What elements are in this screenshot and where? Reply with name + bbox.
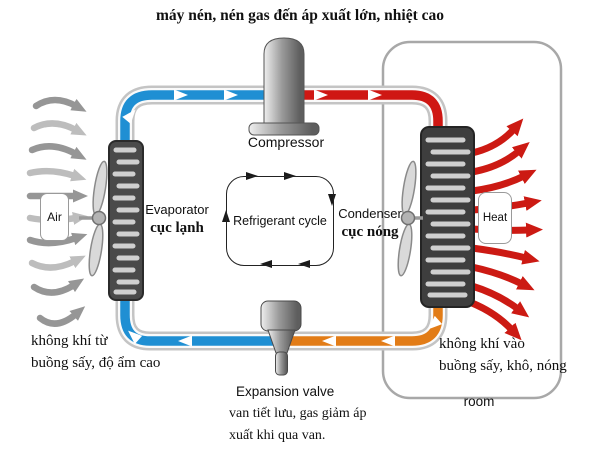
heat-label: Heat — [482, 212, 508, 224]
air-arrow-icon — [30, 120, 87, 136]
evaporator-label-vi: cục lạnh — [150, 220, 204, 236]
diagram-title: máy nén, nén gas đến áp xuất lớn, nhiệt … — [155, 7, 445, 24]
flow-arrow-icon — [174, 89, 188, 101]
inlet-air-caption: không khí từ buồng sấy, độ ẩm cao — [31, 330, 160, 374]
pipe-loop — [115, 85, 448, 351]
room-label: room — [463, 394, 495, 409]
evaporator-fan-icon — [79, 160, 108, 277]
air-arrow-icon — [30, 278, 85, 296]
outlet-air-caption-line2: buồng sấy, khô, nóng — [439, 358, 567, 374]
air-arrow-icon — [32, 96, 87, 112]
cycle-arrow-icon — [298, 260, 310, 268]
expansion-valve-note-line2: xuất khi qua van. — [229, 428, 326, 443]
inlet-air-caption-line1: không khí từ — [31, 333, 108, 349]
flow-arrow-icon — [368, 89, 382, 101]
heat-arrow-icon — [468, 141, 530, 176]
heat-arrow-icon — [468, 282, 530, 318]
air-label: Air — [47, 210, 62, 224]
flow-arrow-icon — [224, 89, 238, 101]
room-boundary — [381, 40, 563, 400]
expansion-valve-label: Expansion valve — [236, 384, 335, 399]
humid-air-arrows-light — [26, 120, 88, 271]
outlet-air-caption: không khí vào buồng sấy, khô, nóng — [439, 333, 567, 377]
air-arrow-icon — [26, 232, 88, 247]
air-arrow-icon — [28, 255, 86, 271]
hot-gas-pipe — [300, 90, 443, 160]
warm-liquid-pipe — [287, 283, 443, 346]
heat-arrow-icon — [468, 263, 535, 291]
heat-arrow-icon — [468, 169, 537, 195]
flow-arrow-icon — [428, 315, 443, 330]
heat-arrow-icon — [468, 118, 524, 157]
flow-arrow-icon — [314, 89, 328, 101]
compressor-label: Compressor — [247, 134, 325, 150]
flow-arrow-icon — [128, 330, 143, 345]
air-arrow-icon — [26, 167, 87, 182]
compressor-icon — [248, 37, 320, 136]
air-arrow-icon — [36, 306, 86, 327]
refrigerant-cycle-box: Refrigerant cycle — [226, 176, 334, 266]
condenser-coil — [420, 126, 475, 308]
flow-arrow-icon — [122, 109, 136, 124]
evaporator-fins — [112, 147, 140, 295]
flow-arrow-icon — [322, 335, 336, 347]
evaporator-coil — [108, 140, 144, 301]
cycle-arrow-icon — [328, 194, 336, 206]
condenser-fins — [425, 137, 471, 298]
air-arrow-icon — [28, 143, 87, 160]
condenser-label-vi: cục nóng — [341, 224, 399, 240]
expansion-valve-note-line1: van tiết lưu, gas giảm áp — [229, 406, 367, 421]
evaporator-label: Evaporator cục lạnh — [140, 201, 214, 239]
expansion-valve-caption: Expansion valve van tiết lưu, gas giảm á… — [229, 381, 366, 447]
flow-arrow-icon — [381, 335, 395, 347]
heat-arrow-icon — [468, 299, 522, 341]
condenser-label-en: Condenser — [338, 206, 402, 221]
evaporator-label-en: Evaporator — [145, 202, 209, 217]
flow-arrow-icon — [178, 335, 192, 347]
heat-output-badge: Heat — [478, 192, 512, 244]
heat-arrow-icon — [468, 244, 540, 265]
inlet-air-caption-line2: buồng sấy, độ ẩm cao — [31, 355, 161, 371]
cycle-arrow-icon — [260, 260, 272, 268]
humid-air-arrows — [26, 96, 88, 327]
outlet-air-caption-line1: không khí vào — [439, 336, 525, 352]
cold-gas-pipe-top — [120, 90, 268, 165]
condenser-label: Condenser cục nóng — [334, 205, 406, 243]
condenser-fan-icon — [397, 160, 423, 277]
air-inlet-badge: Air — [40, 193, 69, 241]
heat-output-arrows — [468, 118, 543, 341]
refrigerant-cycle-label: Refrigerant cycle — [233, 214, 327, 228]
expansion-valve-icon — [260, 300, 302, 376]
